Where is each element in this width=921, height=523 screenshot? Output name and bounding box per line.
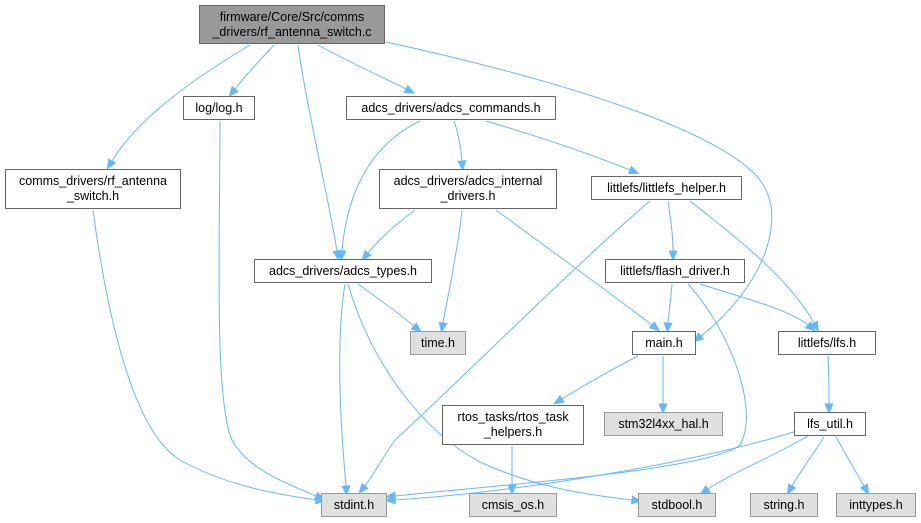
node-comms-rf-antenna-switch-h[interactable]: comms_drivers/rf_antenna _switch.h [5, 169, 181, 209]
node-label: adcs_drivers/adcs_types.h [269, 263, 417, 278]
edge-rf_switch_c-to-log_h [234, 44, 275, 90]
edge-flash_driver_h-to-lfs_h [699, 283, 809, 326]
arrowhead-littlefs_helper_h-to-flash_driver_h [668, 250, 678, 262]
arrowhead-flash_driver_h-to-main_h [663, 322, 673, 334]
node-cmsis-os-h[interactable]: cmsis_os.h [469, 493, 557, 517]
node-string-h[interactable]: string.h [750, 493, 818, 517]
edge-lfs_util_h-to-stdint_h [394, 429, 801, 501]
node-label: inttypes.h [849, 497, 903, 512]
node-stdbool-h[interactable]: stdbool.h [638, 493, 716, 517]
node-rf-antenna-switch-c[interactable]: firmware/Core/Src/comms _drivers/rf_ante… [199, 5, 385, 44]
node-inttypes-h[interactable]: inttypes.h [836, 493, 916, 517]
arrowhead-main_h-to-rtos_helpers_h [553, 394, 565, 405]
node-label: firmware/Core/Src/comms _drivers/rf_ante… [212, 9, 372, 39]
arrowhead-lfs_util_h-to-stdint_h [384, 495, 396, 505]
node-stm32l4xx-hal-h[interactable]: stm32l4xx_hal.h [604, 412, 723, 436]
node-label: lfs_util.h [807, 416, 853, 431]
node-time-h[interactable]: time.h [410, 331, 466, 355]
arrowhead-littlefs_helper_h-to-lfs_h [809, 320, 820, 332]
arrowhead-adcs_types_h-to-time_h [410, 322, 422, 333]
edge-adcs_commands_h-to-adcs_internal_h [453, 120, 463, 162]
node-littlefs-helper-h[interactable]: littlefs/littlefs_helper.h [591, 176, 742, 200]
edge-rf_switch_c-to-main_h [385, 41, 773, 337]
edge-log_h-to-stdint_h [218, 120, 317, 497]
node-log-h[interactable]: log/log.h [183, 96, 255, 120]
edge-adcs_types_h-to-stdint_h [339, 283, 347, 487]
node-label: stm32l4xx_hal.h [618, 416, 709, 431]
edge-lfs_util_h-to-inttypes_h [835, 436, 865, 487]
arrowhead-main_h-to-stm32_hal_h [658, 403, 668, 415]
node-label: stdint.h [333, 497, 375, 512]
arrowhead-rf_switch_c-to-comms_rf_h [106, 158, 117, 170]
node-label: cmsis_os.h [481, 497, 545, 512]
arrowhead-lfs_util_h-to-inttypes_h [859, 483, 870, 495]
node-lfs-util-h[interactable]: lfs_util.h [794, 412, 866, 436]
node-label: rtos_tasks/rtos_task _helpers.h [457, 410, 569, 439]
arrowhead-rf_switch_c-to-main_h [692, 332, 705, 343]
node-label: littlefs/littlefs_helper.h [607, 180, 726, 195]
node-label: adcs_drivers/adcs_internal _drivers.h [393, 174, 543, 203]
edge-adcs_internal_h-to-time_h [442, 209, 463, 324]
edge-flash_driver_h-to-main_h [667, 283, 673, 324]
edge-adcs_internal_h-to-main_h [495, 209, 653, 326]
node-adcs-internal-drivers-h[interactable]: adcs_drivers/adcs_internal _drivers.h [379, 169, 557, 209]
edge-littlefs_helper_h-to-lfs_h [689, 200, 815, 324]
node-label: main.h [645, 335, 683, 350]
node-lfs-h[interactable]: littlefs/lfs.h [778, 331, 876, 355]
edge-adcs_types_h-to-stdbool_h [347, 283, 633, 501]
edge-lfs_util_h-to-string_h [791, 436, 825, 487]
edge-adcs_internal_h-to-adcs_types_h [367, 209, 416, 254]
arrowhead-adcs_internal_h-to-adcs_types_h [361, 249, 372, 262]
edge-adcs_commands_h-to-adcs_types_h [341, 120, 421, 252]
arrowhead-adcs_internal_h-to-time_h [438, 321, 448, 334]
node-label: stdbool.h [651, 497, 703, 512]
arrowhead-flash_driver_h-to-lfs_h [804, 321, 816, 332]
edge-littlefs_helper_h-to-stdint_h [364, 200, 651, 487]
node-flash-driver-h[interactable]: littlefs/flash_driver.h [605, 259, 745, 283]
node-adcs-types-h[interactable]: adcs_drivers/adcs_types.h [254, 259, 432, 283]
arrowhead-adcs_types_h-to-stdbool_h [630, 495, 643, 505]
edge-flash_driver_h-to-stdint_h [394, 283, 747, 497]
edge-main_h-to-rtos_helpers_h [561, 355, 639, 400]
arrowhead-lfs_h-to-lfs_util_h [824, 403, 834, 415]
node-label: adcs_drivers/adcs_commands.h [361, 100, 541, 115]
node-label: time.h [420, 335, 456, 350]
edge-lfs_h-to-lfs_util_h [827, 355, 830, 405]
arrowhead-littlefs_helper_h-to-stdint_h [358, 482, 369, 494]
node-adcs-commands-h[interactable]: adcs_drivers/adcs_commands.h [346, 96, 556, 120]
node-rtos-task-helpers-h[interactable]: rtos_tasks/rtos_task _helpers.h [442, 405, 584, 445]
arrowhead-adcs_commands_h-to-adcs_types_h [337, 250, 347, 262]
node-stdint-h[interactable]: stdint.h [321, 493, 387, 517]
arrowhead-adcs_commands_h-to-adcs_internal_h [457, 160, 467, 172]
arrowhead-adcs_commands_h-to-littlefs_helper_h [627, 165, 640, 175]
arrowhead-lfs_util_h-to-string_h [786, 483, 797, 495]
arrowhead-rf_switch_c-to-log_h [228, 85, 239, 98]
node-main-h[interactable]: main.h [632, 331, 696, 355]
edge-lfs_util_h-to-stdbool_h [707, 435, 809, 490]
edge-adcs_types_h-to-time_h [357, 283, 415, 327]
node-label: littlefs/flash_driver.h [620, 263, 730, 278]
node-label: log/log.h [195, 100, 243, 115]
arrowhead-adcs_types_h-to-stdint_h [341, 485, 351, 497]
edge-rf_switch_c-to-comms_rf_h [111, 44, 251, 162]
arrowhead-rf_switch_c-to-adcs_commands_h [403, 84, 416, 94]
node-label: comms_drivers/rf_antenna _switch.h [19, 174, 167, 203]
edge-littlefs_helper_h-to-flash_driver_h [667, 200, 674, 252]
edge-rf_switch_c-to-adcs_types_h [297, 44, 338, 252]
edge-comms_rf_h-to-stdint_h [92, 209, 317, 501]
arrowhead-rtos_helpers_h-to-cmsis_os_h [507, 484, 517, 496]
node-label: littlefs/lfs.h [797, 335, 857, 350]
edge-adcs_commands_h-to-littlefs_helper_h [485, 120, 631, 171]
arrowhead-adcs_internal_h-to-main_h [648, 321, 661, 332]
edge-rf_switch_c-to-adcs_commands_h [317, 44, 407, 90]
node-label: string.h [763, 497, 805, 512]
